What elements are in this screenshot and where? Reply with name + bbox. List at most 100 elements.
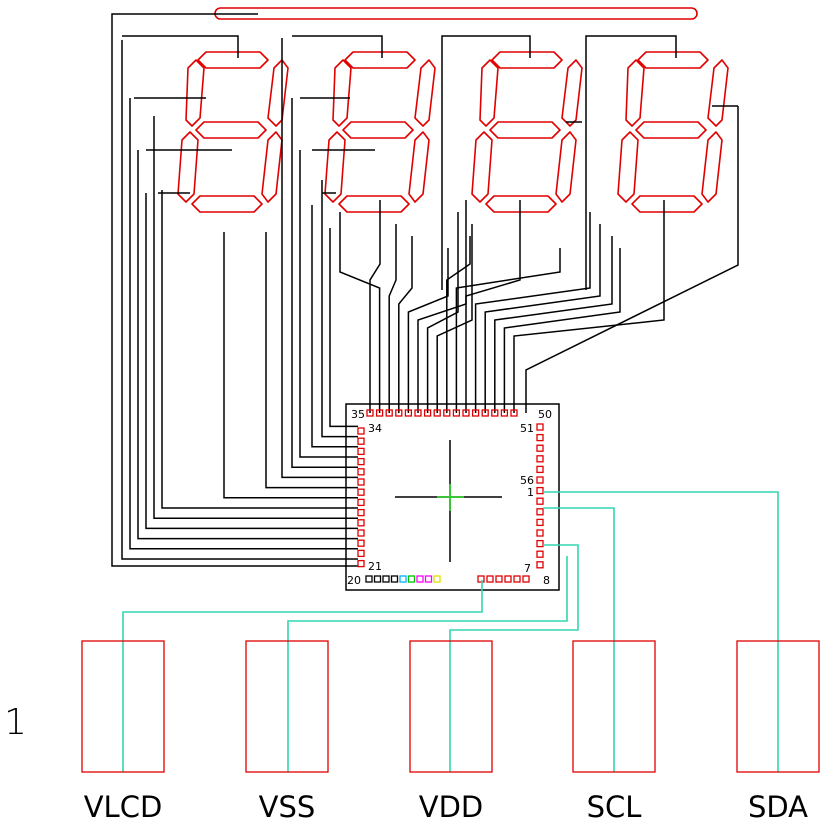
chip-pad xyxy=(357,529,365,537)
wire-36 xyxy=(494,236,613,413)
chip-pad xyxy=(536,455,544,463)
chip-pad xyxy=(357,437,365,445)
wire-5 xyxy=(153,116,358,519)
pin-label-34: 34 xyxy=(368,422,382,435)
segment-d xyxy=(631,195,703,213)
chip-pad xyxy=(414,409,422,417)
chip-pad xyxy=(357,447,365,456)
segment-c xyxy=(261,131,283,203)
terminal-box-vdd xyxy=(409,640,493,773)
pin-label-35: 35 xyxy=(351,408,365,421)
wire-34 xyxy=(474,212,591,413)
chip-pad xyxy=(443,409,451,417)
segment-g xyxy=(489,121,561,139)
chip-pad xyxy=(407,575,416,583)
wire-29 xyxy=(426,212,459,413)
segment-f xyxy=(185,59,205,127)
wire-45 xyxy=(585,35,590,290)
pin-label-7: 7 xyxy=(524,562,531,575)
pin-label-50: 50 xyxy=(538,408,552,421)
terminal-box-sda xyxy=(736,640,820,773)
chip-pad xyxy=(399,575,407,583)
wire-38 xyxy=(513,200,665,413)
top-bar-segment xyxy=(214,7,698,20)
terminals: VLCD VSS VDD SCL SDA xyxy=(81,640,820,824)
wire-39 xyxy=(450,35,531,58)
segment-e xyxy=(324,131,346,203)
wire-30 xyxy=(436,224,473,413)
segment-b xyxy=(707,59,729,127)
digit-4 xyxy=(617,51,729,213)
wire-8 xyxy=(265,232,358,489)
chip-pad xyxy=(481,409,489,417)
terminal-box-scl xyxy=(572,640,656,773)
chip-pad xyxy=(357,498,365,507)
segment-c xyxy=(408,131,430,203)
wire-1 xyxy=(121,40,358,560)
chip-pad xyxy=(500,409,509,417)
terminal-box-vss xyxy=(245,640,329,773)
chip-pad xyxy=(390,575,399,583)
chip-pad xyxy=(536,486,544,495)
segment-c xyxy=(701,131,723,203)
bus-vss xyxy=(287,556,568,772)
chip-pad xyxy=(536,508,544,516)
chip-pad xyxy=(423,409,432,417)
wire-19 xyxy=(292,35,383,58)
pin-label-21: 21 xyxy=(368,560,382,573)
chip-pad xyxy=(536,539,544,548)
bus-scl xyxy=(543,507,615,772)
chip-pad xyxy=(486,575,494,583)
digit-2 xyxy=(324,51,436,213)
driver-chip: 35 50 34 51 56 1 7 21 20 8 xyxy=(345,403,560,591)
chip-pad xyxy=(536,444,544,452)
wire-10 xyxy=(291,98,358,468)
wire-2 xyxy=(129,98,358,550)
chip-pad xyxy=(462,409,470,417)
wire-33 xyxy=(465,200,521,413)
wire-4 xyxy=(145,193,358,530)
segment-e xyxy=(177,131,199,203)
chip-pad xyxy=(365,575,373,583)
chip-pad xyxy=(536,433,544,442)
terminal-label-sda: SDA xyxy=(748,790,808,824)
wire-40 xyxy=(590,35,677,58)
chip-pad xyxy=(357,488,365,496)
chip-pads xyxy=(357,409,544,583)
terminal-box-vlcd xyxy=(81,640,165,773)
chip-pad xyxy=(536,518,544,527)
segment-c xyxy=(555,131,577,203)
chip-pad xyxy=(452,409,461,417)
wire-11 xyxy=(299,150,358,458)
wire-12 xyxy=(311,205,358,448)
chip-pad xyxy=(536,465,544,474)
segment-a xyxy=(197,51,269,69)
segment-d xyxy=(485,195,557,213)
chip-pad xyxy=(536,561,544,569)
seven-segment-digits xyxy=(177,51,729,213)
segment-g xyxy=(195,121,267,139)
chip-pad xyxy=(536,476,544,484)
segment-b xyxy=(414,59,436,127)
chip-pad xyxy=(366,409,374,417)
chip-pad xyxy=(477,575,485,583)
segment-d xyxy=(338,195,410,213)
pin-label-51: 51 xyxy=(520,422,534,435)
chip-pad xyxy=(357,539,365,547)
chip-pad xyxy=(522,575,530,583)
power-signal-bus xyxy=(122,491,779,772)
segment-e xyxy=(471,131,493,203)
terminal-label-vlcd: VLCD xyxy=(84,790,163,824)
segment-f xyxy=(479,59,499,127)
chip-pad xyxy=(357,549,365,558)
pin-label-1: 1 xyxy=(527,486,534,499)
segment-g xyxy=(342,121,414,139)
pin-label-8: 8 xyxy=(543,574,550,587)
wire-7 xyxy=(223,232,358,499)
chip-pad xyxy=(382,575,390,583)
chip-pad xyxy=(395,409,403,417)
segment-f xyxy=(332,59,352,127)
chip-pad xyxy=(424,575,433,583)
chip-pad xyxy=(510,409,518,417)
